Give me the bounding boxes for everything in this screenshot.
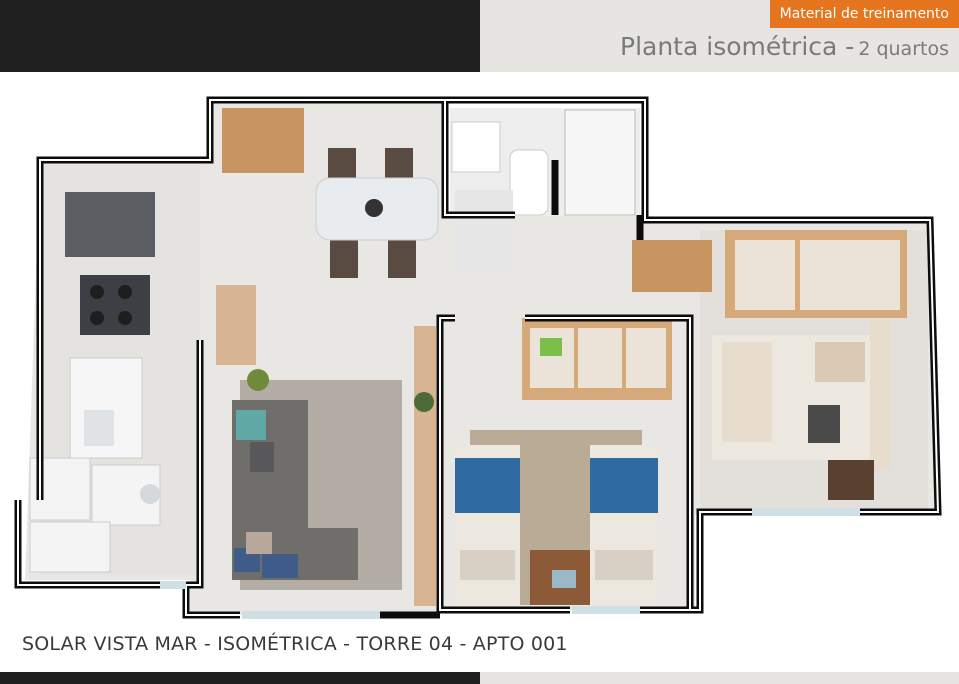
page-title-main: Planta isométrica - [620, 32, 855, 61]
plan-caption: SOLAR VISTA MAR - ISOMÉTRICA - TORRE 04 … [22, 633, 568, 655]
isometric-floor-plan [0, 80, 959, 630]
footer-light-band [480, 672, 959, 684]
training-badge: Material de treinamento [769, 0, 959, 28]
page-title: Planta isométrica -2 quartos [620, 32, 949, 61]
page-title-sub: 2 quartos [858, 38, 949, 60]
header-dark-band [0, 0, 480, 72]
floor-plan-illustration [14, 96, 942, 619]
footer-dark-band [0, 672, 480, 684]
header-light-band: Material de treinamento Planta isométric… [480, 0, 959, 72]
